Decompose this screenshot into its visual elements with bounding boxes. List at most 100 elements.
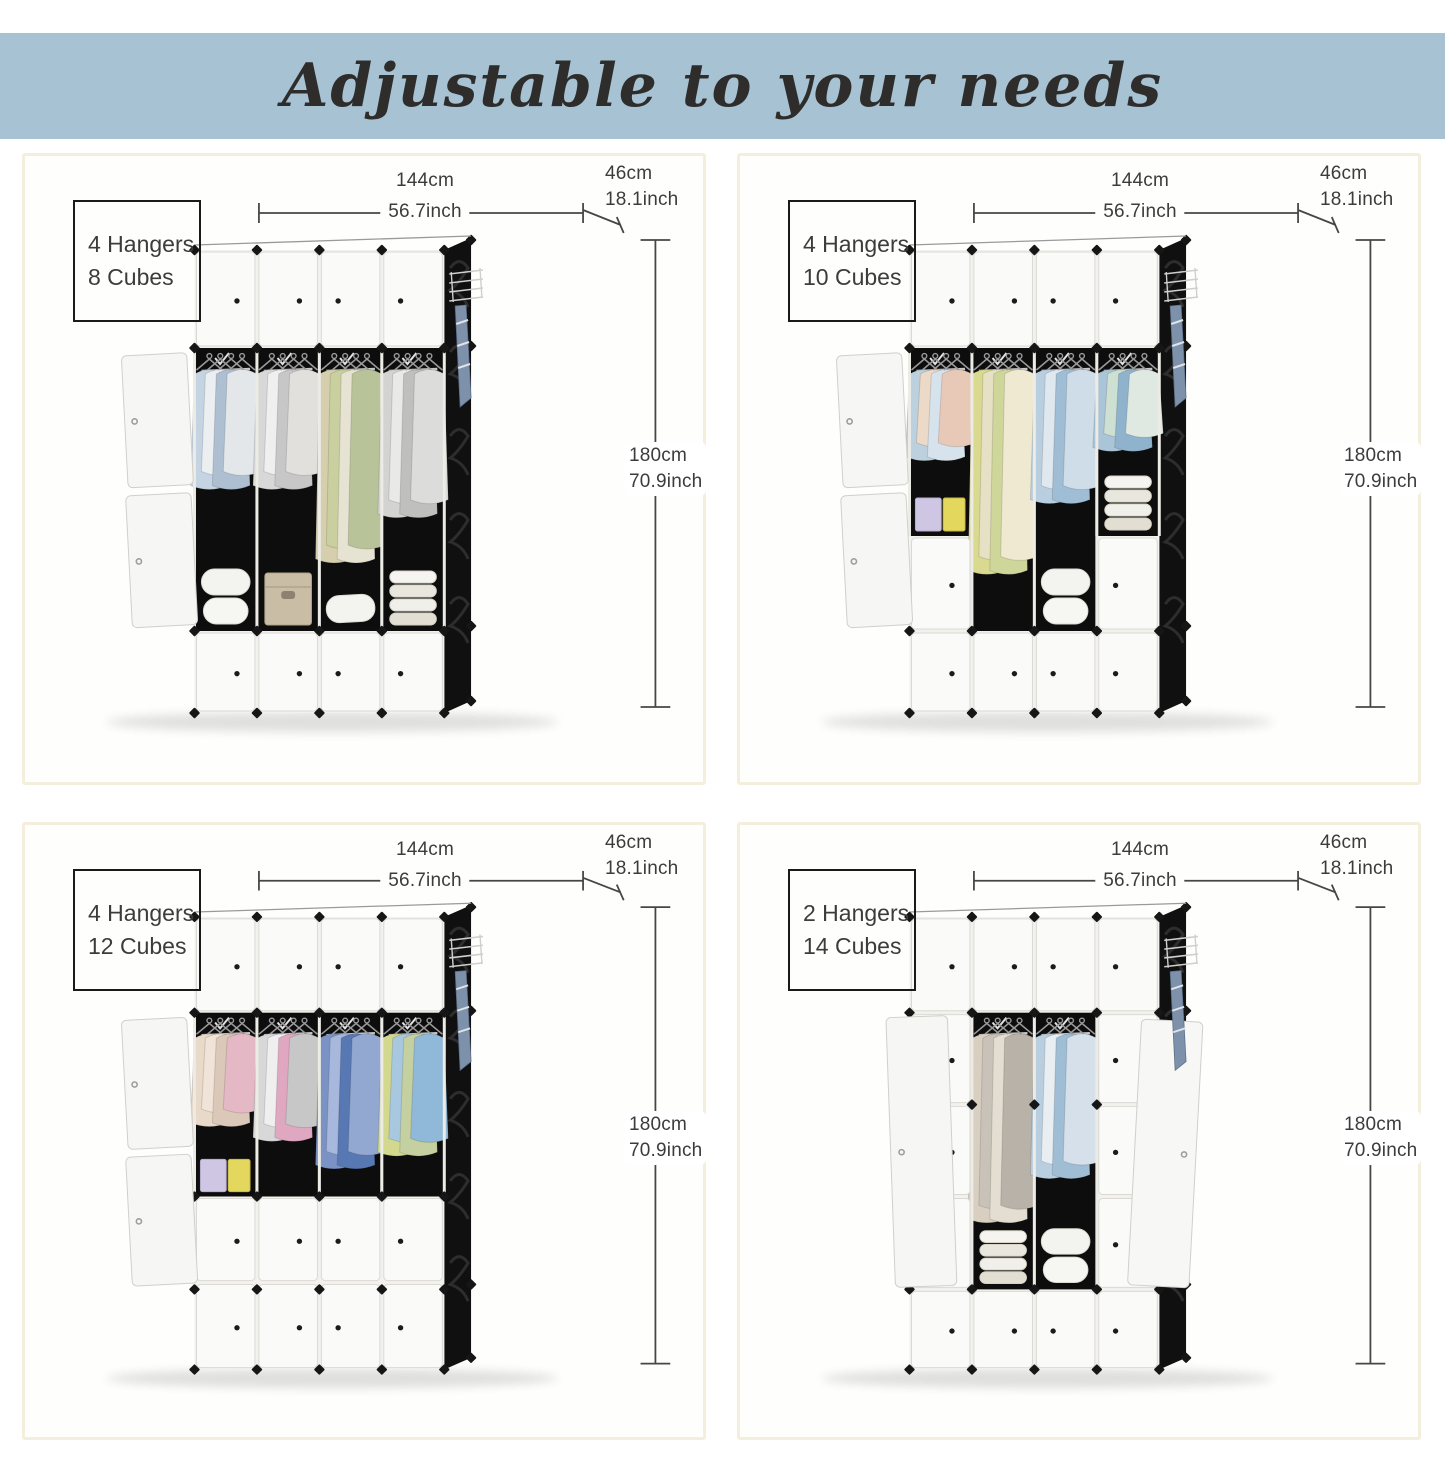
- config-label-box: 4 Hangers 10 Cubes: [788, 200, 916, 322]
- cube-door: [1098, 537, 1158, 630]
- height-cm-label: 180cm: [1344, 445, 1403, 466]
- width-inch-label: 56.7inch: [380, 201, 470, 223]
- cube-door: [258, 1197, 318, 1282]
- cube-door: [195, 251, 256, 347]
- width-inch-label: 56.7inch: [1095, 870, 1185, 892]
- cube-door: [910, 918, 971, 1012]
- cube-door: [1035, 1290, 1096, 1369]
- depth-inch-label: 18.1inch: [1320, 858, 1394, 879]
- cube-door: [195, 1284, 256, 1369]
- height-cm-label: 180cm: [629, 1114, 688, 1135]
- hanging-section: [905, 348, 977, 536]
- hanging-section: [1092, 348, 1164, 536]
- depth-inch-label: 18.1inch: [605, 858, 679, 879]
- hanging-section: [252, 1012, 324, 1197]
- hanging-tie: [454, 970, 472, 1072]
- cube-door: [320, 632, 381, 712]
- width-inch-label: 56.7inch: [380, 870, 470, 892]
- hanging-section: [314, 348, 387, 631]
- height-label: 180cm 70.9inch: [625, 1111, 707, 1165]
- cube-door: [258, 251, 318, 347]
- depth-cm-label: 46cm: [605, 163, 653, 184]
- depth-inch-label: 18.1inch: [1320, 189, 1394, 210]
- header-banner: Adjustable to your needs: [0, 33, 1445, 139]
- cube-door: [383, 1197, 443, 1282]
- hanging-section: [314, 1012, 387, 1197]
- top-rail: [194, 902, 472, 913]
- config-hangers-label: 4 Hangers: [88, 899, 195, 926]
- height-inch-label: 70.9inch: [1344, 471, 1418, 492]
- floor-shadow: [106, 712, 559, 732]
- cube-door: [973, 1290, 1033, 1369]
- height-inch-label: 70.9inch: [1344, 1140, 1418, 1161]
- config-cubes-label: 14 Cubes: [803, 933, 902, 959]
- wardrobe-illustration: [821, 203, 1386, 732]
- cube-door: [1035, 251, 1096, 347]
- height-inch-label: 70.9inch: [629, 471, 703, 492]
- cube-door: [383, 251, 443, 347]
- open-door-left: [121, 352, 199, 629]
- floor-shadow: [106, 1368, 559, 1389]
- width-cm-label: 144cm: [395, 839, 455, 860]
- panel-4-hangers-12-cubes: 4 Hangers 12 Cubes 144cm 56.7inch 46cm 1…: [22, 822, 707, 1440]
- wire-rack: [449, 267, 484, 303]
- floor-shadow: [821, 1368, 1274, 1389]
- depth-label: 46cm 18.1inch: [1320, 161, 1393, 213]
- height-label: 180cm 70.9inch: [625, 442, 707, 496]
- floor-shadow: [821, 712, 1274, 732]
- config-hangers-label: 4 Hangers: [803, 230, 910, 257]
- cube-door: [320, 1284, 381, 1369]
- hanging-section: [377, 1012, 449, 1197]
- height-label: 180cm 70.9inch: [1340, 442, 1422, 496]
- top-rail: [194, 235, 472, 246]
- open-door-left: [121, 1016, 199, 1287]
- wardrobe-illustration: [821, 870, 1386, 1389]
- config-cubes-label: 8 Cubes: [88, 264, 174, 290]
- cube-door: [973, 632, 1033, 712]
- cube-door: [320, 918, 381, 1012]
- cube-door: [1098, 251, 1158, 347]
- config-label-box: 4 Hangers 12 Cubes: [73, 869, 201, 991]
- panel-2-hangers-14-cubes: 2 Hangers 14 Cubes 144cm 56.7inch 46cm 1…: [737, 822, 1422, 1440]
- wire-rack: [1164, 267, 1199, 303]
- panel-4-hangers-10-cubes: 4 Hangers 10 Cubes 144cm 56.7inch 46cm 1…: [737, 153, 1422, 785]
- cube-door: [195, 632, 256, 712]
- config-hangers-label: 4 Hangers: [88, 230, 195, 257]
- depth-inch-label: 18.1inch: [605, 189, 679, 210]
- cube-door: [973, 918, 1033, 1012]
- hanging-section: [967, 1012, 1039, 1290]
- hanging-section: [190, 348, 262, 631]
- depth-cm-label: 46cm: [1320, 832, 1368, 853]
- wardrobe-illustration: [106, 870, 671, 1389]
- cube-door: [910, 1290, 971, 1369]
- width-cm-label: 144cm: [395, 170, 455, 191]
- height-cm-label: 180cm: [1344, 1114, 1403, 1135]
- cube-door: [910, 537, 971, 630]
- config-label-box: 4 Hangers 8 Cubes: [73, 200, 201, 322]
- hanging-section: [252, 348, 324, 631]
- hanging-section: [1029, 1012, 1102, 1290]
- cube-door: [910, 251, 971, 347]
- open-door-left: [836, 352, 914, 629]
- cube-door: [258, 918, 318, 1012]
- config-hangers-label: 2 Hangers: [803, 899, 910, 926]
- cube-door: [1035, 632, 1096, 712]
- width-inch-label: 56.7inch: [1095, 201, 1185, 223]
- cube-door: [195, 918, 256, 1012]
- depth-label: 46cm 18.1inch: [605, 161, 678, 213]
- config-cubes-label: 10 Cubes: [803, 264, 902, 290]
- height-inch-label: 70.9inch: [629, 1140, 703, 1161]
- hanging-tie: [1169, 304, 1187, 408]
- cube-door: [383, 918, 443, 1012]
- depth-label: 46cm 18.1inch: [1320, 830, 1393, 882]
- height-cm-label: 180cm: [629, 445, 688, 466]
- cube-door: [258, 632, 318, 712]
- page-title: Adjustable to your needs: [281, 51, 1164, 121]
- wardrobe-illustration: [106, 203, 671, 732]
- hanging-tie: [1169, 970, 1187, 1072]
- cube-door: [1098, 1290, 1158, 1369]
- cube-door: [320, 1197, 381, 1282]
- wire-rack: [449, 934, 484, 968]
- cube-door: [1098, 632, 1158, 712]
